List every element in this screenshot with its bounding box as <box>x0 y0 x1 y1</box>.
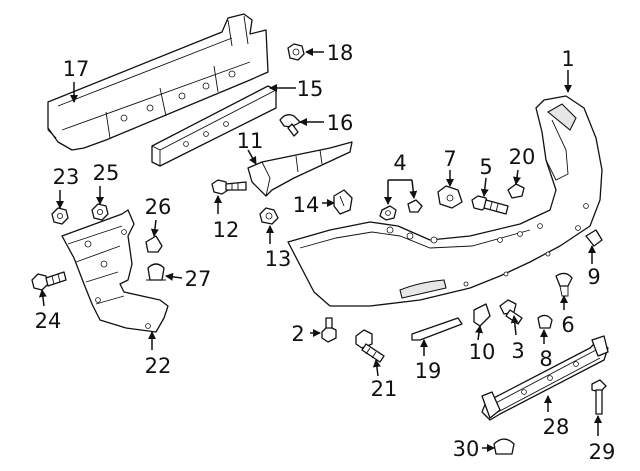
molding-19-drawing <box>411 317 463 341</box>
callout-3: 3 <box>511 339 524 363</box>
clip-6-drawing <box>555 272 573 297</box>
bolt-5-drawing <box>471 195 509 215</box>
bolt-24-drawing <box>31 271 67 291</box>
callout-14: 14 <box>293 193 320 217</box>
leader-lines <box>38 48 602 452</box>
bolt-21-drawing <box>355 329 385 363</box>
clip-16-drawing <box>279 114 301 137</box>
callout-25: 25 <box>93 161 120 185</box>
clips-4-drawing <box>379 199 423 221</box>
callout-15: 15 <box>297 77 324 101</box>
bracket-10-drawing <box>473 303 491 327</box>
nut-23-drawing <box>51 207 69 225</box>
bumper-reinforcement-drawing <box>47 13 269 151</box>
nut-20-drawing <box>507 183 525 199</box>
nut-18-drawing <box>287 43 305 61</box>
callout-9: 9 <box>587 265 600 289</box>
clip-30-drawing <box>493 438 515 455</box>
callout-20: 20 <box>509 145 536 169</box>
callout-8: 8 <box>539 347 552 371</box>
side-bracket-drawing <box>247 141 353 197</box>
bolt-2-drawing <box>321 317 337 343</box>
callout-16: 16 <box>327 111 354 135</box>
cap-9-drawing <box>585 229 603 247</box>
bumper-cover-drawing <box>287 95 603 307</box>
callout-27: 27 <box>185 267 212 291</box>
plug-8-drawing <box>537 314 553 329</box>
bolt-29-drawing <box>591 379 607 415</box>
clip-26-drawing <box>145 235 163 253</box>
callout-11: 11 <box>237 129 264 153</box>
callout-18: 18 <box>327 41 354 65</box>
callout-7: 7 <box>443 147 456 171</box>
callout-labels: 1 2 3 4 5 6 7 8 9 10 11 12 13 14 15 16 1… <box>35 41 616 464</box>
callout-30: 30 <box>453 437 480 461</box>
callout-24: 24 <box>35 309 62 333</box>
clip-14-drawing <box>333 189 353 215</box>
nut-13-drawing <box>259 207 279 225</box>
bolt-3-drawing <box>499 299 523 325</box>
rivet-27-drawing <box>146 263 166 281</box>
callout-4: 4 <box>393 151 406 175</box>
callout-10: 10 <box>469 340 496 364</box>
callout-26: 26 <box>145 195 172 219</box>
callout-28: 28 <box>543 415 570 439</box>
callout-6: 6 <box>561 313 574 337</box>
callout-23: 23 <box>53 165 80 189</box>
callout-5: 5 <box>479 155 492 179</box>
callout-29: 29 <box>589 440 616 464</box>
callout-22: 22 <box>145 354 172 378</box>
deflector-drawing <box>61 209 169 333</box>
callout-19: 19 <box>415 359 442 383</box>
callout-2: 2 <box>291 322 304 346</box>
callout-12: 12 <box>213 218 240 242</box>
callout-17: 17 <box>63 57 90 81</box>
callout-1: 1 <box>561 47 574 71</box>
nut-25-drawing <box>91 203 109 221</box>
bolt-12-drawing <box>211 179 247 195</box>
bracket-7-drawing <box>437 185 463 209</box>
lower-support-drawing <box>481 335 609 421</box>
callout-21: 21 <box>371 377 398 401</box>
energy-absorber-drawing <box>151 85 277 167</box>
callout-13: 13 <box>265 247 292 271</box>
